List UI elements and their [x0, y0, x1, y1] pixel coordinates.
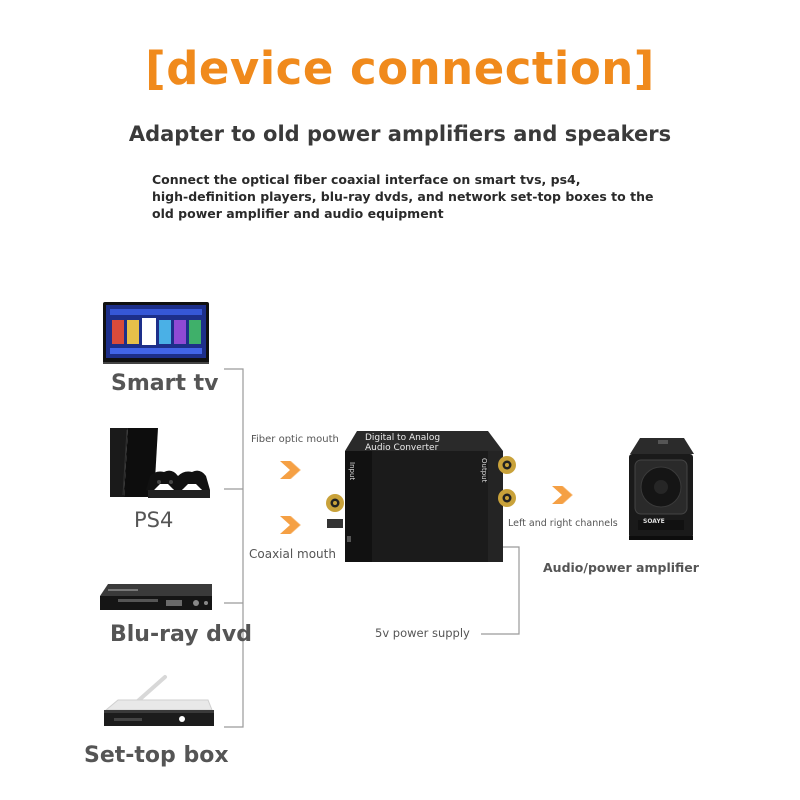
speaker-brand: SOAYE: [643, 518, 665, 525]
source-label-set-top-box: Set-top box: [84, 743, 229, 768]
channels-label: Left and right channels: [508, 518, 618, 529]
source-label-bluray: Blu-ray dvd: [110, 622, 252, 647]
set-top-box-icon: [104, 675, 214, 726]
description-line: high-definition players, blu-ray dvds, a…: [152, 189, 654, 204]
page-title: [device connection]: [145, 42, 655, 95]
speaker-icon: [629, 438, 694, 540]
fiber-input-label: Fiber optic mouth: [251, 434, 339, 445]
converter-input-label: Input: [348, 462, 356, 481]
tv-icon: [103, 302, 209, 364]
power-supply-label: 5v power supply: [375, 626, 470, 640]
coaxial-arrow-icon: [280, 516, 301, 534]
converter-line-1: Digital to Analog: [365, 433, 441, 443]
source-label-smart-tv: Smart tv: [111, 371, 219, 396]
fiber-arrow-icon: [280, 461, 301, 479]
description-line: old power amplifier and audio equipment: [152, 206, 444, 221]
ps4-console-icon: [110, 428, 210, 498]
coaxial-input-label: Coaxial mouth: [249, 547, 336, 561]
converter-line-2: Audio Converter: [365, 443, 439, 453]
source-label-ps4: PS4: [134, 508, 174, 532]
page-subtitle: Adapter to old power amplifiers and spea…: [128, 122, 672, 146]
converter-output-label: Output: [480, 458, 488, 483]
bluray-player-icon: [100, 584, 212, 610]
source-bracket: [224, 368, 244, 728]
converter-title: Digital to Analog Audio Converter: [365, 433, 485, 453]
power-supply-line: [481, 546, 520, 635]
converter-box: [326, 431, 516, 562]
description-line: Connect the optical fiber coaxial interf…: [152, 172, 581, 187]
output-arrow-icon: [552, 486, 573, 504]
description: Connect the optical fiber coaxial interf…: [152, 171, 712, 222]
amplifier-label: Audio/power amplifier: [543, 560, 699, 575]
